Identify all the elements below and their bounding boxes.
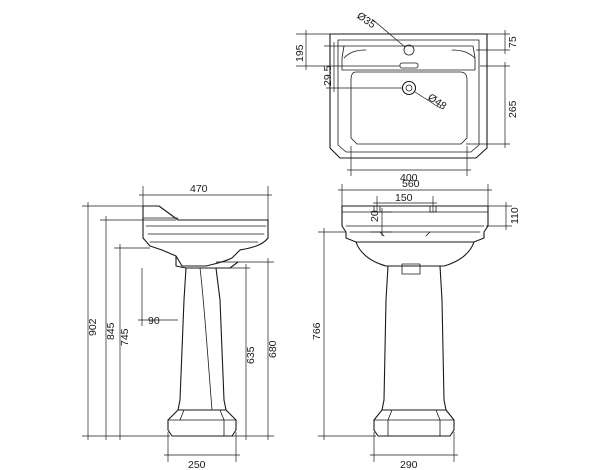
plan-depth-front-label: 265	[507, 100, 519, 118]
front-pedestal-height-label: 766	[311, 322, 323, 340]
front-tap-spacing-label: 150	[395, 192, 413, 204]
plan-outer-outline	[329, 33, 488, 159]
side-width-label: 470	[190, 183, 208, 195]
plan-waste-hole-inner	[405, 84, 413, 92]
plan-tap-ledge	[341, 45, 476, 71]
plan-bowl-width-label: 400	[400, 172, 418, 184]
side-underside-height-label: 745	[119, 328, 131, 346]
front-waste	[401, 263, 421, 275]
plan-corner-right	[451, 49, 476, 59]
front-pedestal-column	[381, 265, 447, 411]
front-view: 560 150 20 110 766 290	[311, 178, 521, 470]
front-rim-depth-label: 20	[369, 210, 381, 222]
plan-waste-hole	[401, 80, 417, 96]
side-total-height-label: 902	[87, 318, 99, 336]
plan-bowl	[350, 71, 468, 145]
front-basin-body	[341, 205, 489, 243]
front-bowl-underside	[355, 241, 475, 267]
side-basin-body	[142, 205, 269, 267]
side-view: 902 845 745 90 635 680 470 250	[82, 183, 279, 470]
side-foot-detail	[167, 409, 237, 437]
plan-rim-back-label: 75	[507, 36, 519, 48]
side-pedestal-top-a-label: 635	[245, 346, 257, 364]
side-pedestal-top-b-label: 680	[267, 340, 279, 358]
side-foot-width-label: 250	[188, 459, 206, 470]
plan-corner-left	[343, 49, 367, 59]
plan-depth-back-label: 195	[294, 44, 306, 62]
front-foot-detail	[373, 409, 455, 437]
plan-view: Ø35 Ø48 195 29.5 75 265 400	[294, 10, 519, 184]
plan-inner-rim	[337, 39, 480, 153]
side-pedestal-column	[177, 267, 227, 411]
front-basin-height-label: 110	[509, 207, 521, 224]
front-basin-rim	[341, 211, 489, 233]
front-pedestal-foot	[373, 409, 455, 437]
side-rim-height-label: 845	[105, 322, 117, 340]
plan-tap-hole-label: Ø35	[355, 10, 378, 31]
side-pedestal-offset-label: 90	[148, 315, 160, 327]
side-pedestal-foot	[167, 409, 237, 437]
plan-overflow-slot	[399, 62, 419, 69]
plan-tap-hole	[403, 44, 415, 56]
side-basin-rim	[142, 217, 267, 243]
plan-waste-label: Ø48	[425, 91, 448, 112]
front-foot-width-label: 290	[400, 459, 418, 470]
side-pedestal-curve	[199, 267, 213, 411]
front-width-label: 560	[402, 178, 420, 190]
plan-overflow-offset-label: 29.5	[322, 65, 334, 86]
